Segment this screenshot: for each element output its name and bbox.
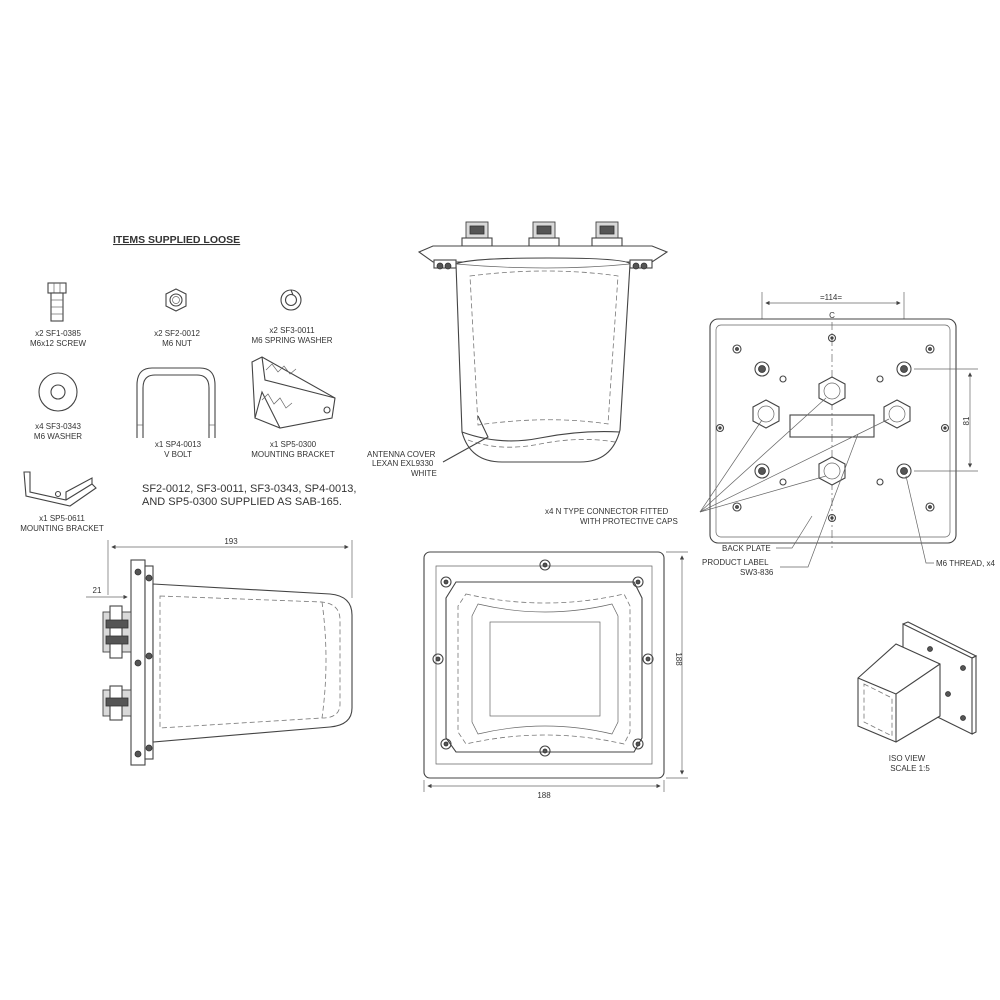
- v-bolt-code: x1 SP4-0013: [155, 440, 202, 449]
- dim-width-114: =114=: [820, 293, 842, 302]
- back-view: =114= C 81: [545, 292, 996, 577]
- bracket-small-desc: MOUNTING BRACKET: [20, 524, 104, 533]
- connector-icon: [102, 685, 132, 721]
- thread-hole-icon: [896, 463, 912, 479]
- supply-note-line2: AND SP5-0300 SUPPLIED AS SAB-165.: [142, 496, 342, 508]
- nut-code: x2 SF2-0012: [154, 329, 200, 338]
- centerline-mark: C: [829, 311, 835, 320]
- dim-flange-21: 21: [93, 586, 102, 595]
- connector-icon: [591, 221, 623, 251]
- connector-note-line1: x4 N TYPE CONNECTOR FITTED: [545, 507, 668, 516]
- nut-icon: [165, 288, 187, 312]
- bottom-view: 188 188: [423, 551, 688, 800]
- cover-label-line2: LEXAN EXL9330: [372, 459, 434, 468]
- n-connector-icon: [752, 399, 780, 429]
- washer-desc: M6 WASHER: [34, 432, 82, 441]
- mounting-bracket-icon: [251, 356, 336, 429]
- bracket-large-code: x1 SP5-0300: [270, 440, 317, 449]
- thread-hole-icon: [754, 361, 770, 377]
- product-label-line1: PRODUCT LABEL: [702, 558, 769, 567]
- loose-items-title: ITEMS SUPPLIED LOOSE: [113, 234, 240, 246]
- back-plate-label: BACK PLATE: [722, 544, 771, 553]
- dim-height-81: 81: [962, 416, 971, 425]
- cover-label-line1: ANTENNA COVER: [367, 450, 436, 459]
- supply-note-line1: SF2-0012, SF3-0011, SF3-0343, SP4-0013,: [142, 483, 356, 495]
- bracket-large-desc: MOUNTING BRACKET: [251, 450, 335, 459]
- bracket-small-code: x1 SP5-0611: [39, 514, 85, 523]
- dim-length-193: 193: [224, 537, 238, 546]
- cover-label-line3: WHITE: [411, 469, 437, 478]
- thread-label: M6 THREAD, x4: [936, 559, 996, 568]
- v-bolt-icon: [136, 367, 216, 438]
- v-bolt-desc: V BOLT: [164, 450, 192, 459]
- spring-washer-code: x2 SF3-0011: [269, 326, 315, 335]
- thread-hole-icon: [754, 463, 770, 479]
- n-connector-icon: [883, 399, 911, 429]
- connector-icon: [528, 221, 560, 251]
- small-bracket-icon: [23, 471, 97, 507]
- connector-icon: [102, 605, 132, 659]
- connector-note-line2: WITH PROTECTIVE CAPS: [580, 517, 678, 526]
- front-view: ANTENNA COVER LEXAN EXL9330 WHITE: [367, 221, 669, 478]
- iso-view-scale: SCALE 1:5: [890, 764, 930, 773]
- washer-code: x4 SF3-0343: [35, 422, 81, 431]
- screw-desc: M6x12 SCREW: [30, 339, 86, 348]
- dim-width-188: 188: [537, 791, 551, 800]
- spring-washer-desc: M6 SPRING WASHER: [251, 336, 332, 345]
- washer-icon: [38, 372, 78, 412]
- side-view: 193 21: [86, 537, 353, 766]
- iso-view: ISO VIEW SCALE 1:5: [857, 621, 978, 773]
- nut-desc: M6 NUT: [162, 339, 192, 348]
- loose-items-section: ITEMS SUPPLIED LOOSE x2 SF1-0385 M6x12 S…: [20, 234, 356, 533]
- dim-height-188: 188: [674, 652, 683, 666]
- screw-code: x2 SF1-0385: [35, 329, 81, 338]
- thread-hole-icon: [896, 361, 912, 377]
- n-connector-icon: [818, 456, 846, 486]
- connector-icon: [461, 221, 493, 251]
- iso-view-label: ISO VIEW: [889, 754, 926, 763]
- spring-washer-icon: [280, 289, 302, 311]
- product-label-line2: SW3-836: [740, 568, 774, 577]
- screw-icon: [47, 282, 67, 322]
